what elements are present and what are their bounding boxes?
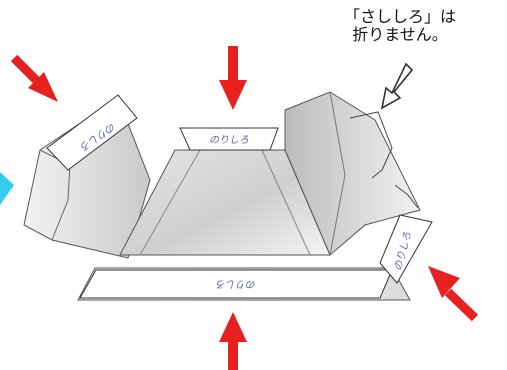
callout-line-1: 「さししろ」は	[300, 8, 500, 26]
arrow-bottom-right	[428, 266, 475, 318]
glue-tab-bottom-label: のりしろ	[216, 278, 256, 289]
glue-tab-top-center-label: のりしろ	[209, 135, 249, 146]
arrow-top-left	[14, 58, 58, 102]
arrow-top	[219, 46, 247, 110]
callout-outline-arrow	[382, 64, 412, 108]
callout-line-2: 折りません。	[300, 26, 500, 44]
callout-note: 「さししろ」は 折りません。	[300, 8, 500, 44]
cyan-edge-shape	[0, 172, 14, 205]
arrow-bottom	[219, 312, 247, 370]
